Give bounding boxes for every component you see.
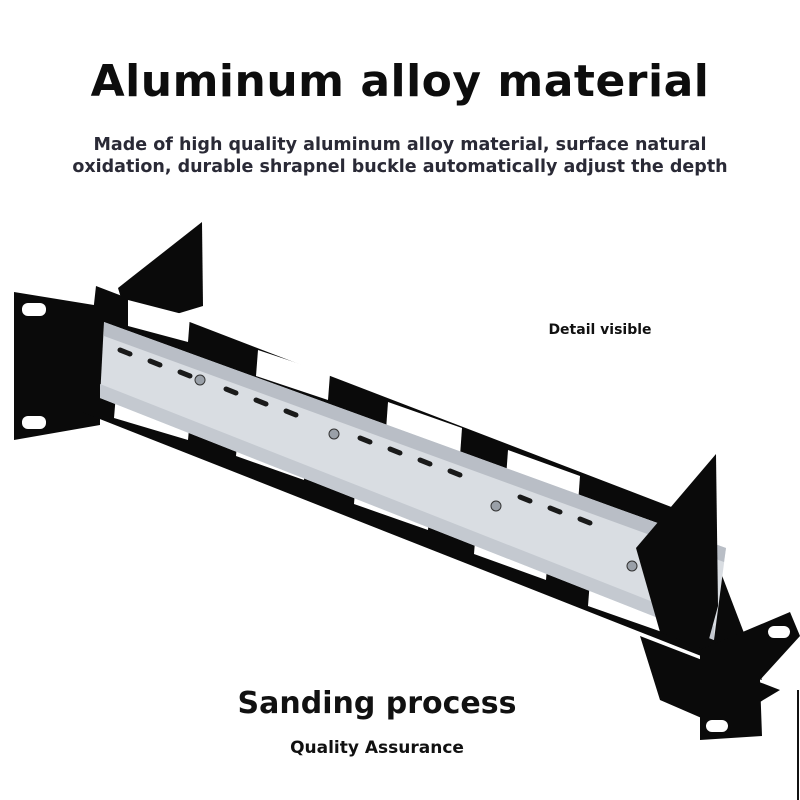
left-ear-hole-bottom — [22, 416, 46, 429]
right-ear-hole-bottom — [706, 720, 728, 732]
left-mounting-ear — [14, 292, 100, 440]
right-ear-hole-top — [768, 626, 790, 638]
right-mounting-ear — [700, 612, 800, 740]
din-rail-lower-lip — [100, 384, 714, 640]
description-line-1: Made of high quality aluminum alloy mate… — [93, 135, 707, 155]
left-side-plate — [118, 222, 203, 328]
din-rail-image — [100, 322, 726, 640]
process-title: Sanding process — [237, 686, 517, 721]
right-side-plate — [636, 454, 718, 650]
rail-screws — [194, 374, 638, 572]
process-subtitle: Quality Assurance — [290, 738, 464, 758]
headline: Aluminum alloy material — [90, 56, 710, 107]
left-ear-hole-top — [22, 303, 46, 316]
description-line-2: oxidation, durable shrapnel buckle autom… — [72, 157, 728, 177]
description: Made of high quality aluminum alloy mate… — [20, 134, 780, 178]
detail-note: Detail visible — [548, 322, 652, 338]
din-rail-shadow — [104, 322, 726, 562]
